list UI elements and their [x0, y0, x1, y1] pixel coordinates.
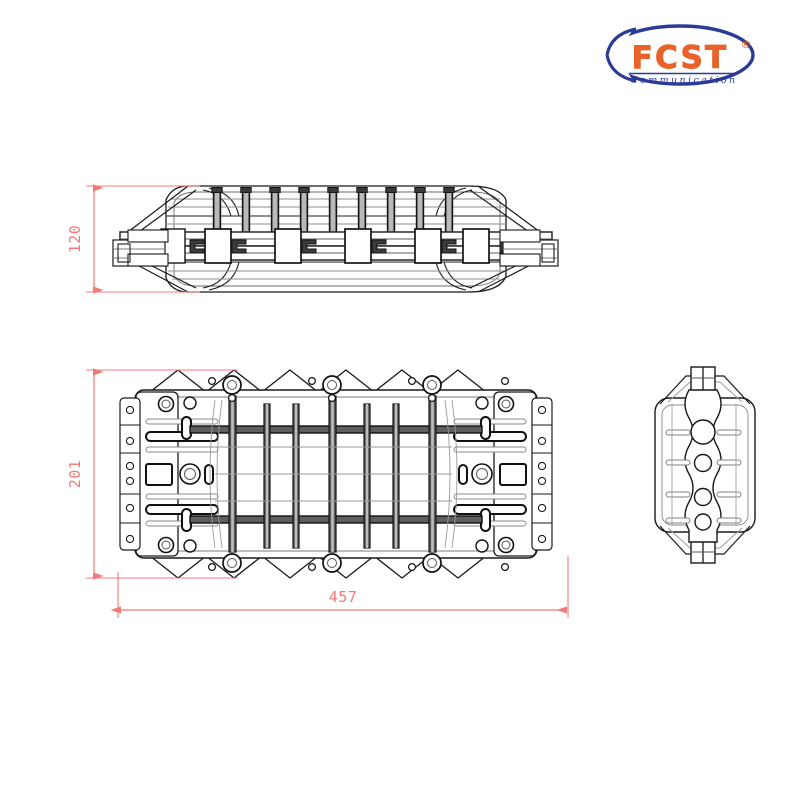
- front-view-seams: [209, 399, 458, 549]
- logo-trademark-icon: ®: [741, 38, 752, 51]
- side-view-edges: [671, 404, 737, 526]
- dimension-120-label: 120: [66, 225, 84, 254]
- fcst-logo: FCST ® Communication: [602, 24, 755, 86]
- top-view-right-tail: [469, 185, 559, 293]
- front-view-lobe-lugs: [208, 375, 510, 573]
- dimension-201-label: 201: [66, 460, 84, 489]
- side-view-port-2: [693, 453, 713, 473]
- logo-arc-top-icon: [605, 27, 637, 56]
- front-view-left-endcap: [119, 391, 219, 557]
- front-view: [119, 369, 553, 579]
- side-view-ports: [690, 419, 716, 531]
- dimension-201: 201: [66, 368, 238, 580]
- top-view-tail-flanges: [117, 243, 555, 263]
- front-view-right-endcap: [453, 391, 553, 557]
- logo-ellipse-notch: [602, 28, 634, 82]
- side-view-port-4: [694, 513, 712, 531]
- top-view: [112, 185, 559, 293]
- logo-wordmark: FCST: [632, 40, 729, 76]
- front-view-corner-bolts: [157, 395, 515, 554]
- logo-tagline: Communication: [630, 75, 737, 86]
- side-view-port-3: [693, 487, 713, 507]
- side-view-port-large: [690, 419, 716, 445]
- dimension-457: 457: [110, 556, 569, 618]
- side-view: [654, 366, 756, 564]
- dimension-120: 120: [66, 184, 200, 294]
- dimension-457-label: 457: [329, 588, 358, 606]
- logo-arc-bottom-icon: [605, 54, 637, 83]
